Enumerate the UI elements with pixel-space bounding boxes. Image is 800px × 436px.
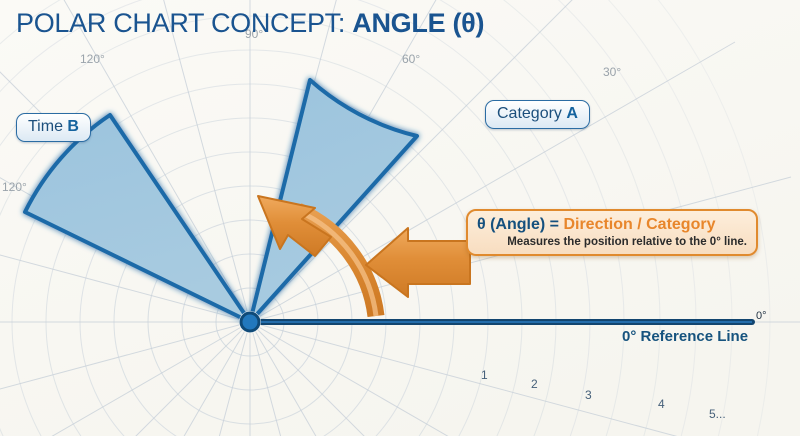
sweep-arrowhead bbox=[257, 195, 332, 257]
zero-reference-caption: 0° Reference Line bbox=[622, 328, 749, 345]
zero-degree-tick: 0° bbox=[756, 310, 767, 322]
angle-tick-120-upper: 120° bbox=[80, 52, 105, 66]
radial-tick-5: 5... bbox=[709, 407, 726, 421]
angle-sweep-arrow bbox=[257, 195, 385, 318]
angle-tick-120-left: 120° bbox=[2, 180, 27, 194]
angle-definition-callout: θ (Angle) = Direction / Category Measure… bbox=[466, 209, 758, 257]
sector-label-category-a-emphasis: A bbox=[566, 105, 578, 122]
radial-tick-3: 3 bbox=[585, 388, 592, 402]
radial-tick-4: 4 bbox=[658, 397, 665, 411]
callout-term: θ (Angle) = bbox=[477, 216, 564, 233]
angle-tick-60: 60° bbox=[402, 52, 421, 66]
sector-label-time-b-emphasis: B bbox=[67, 118, 79, 135]
origin-point bbox=[239, 311, 261, 333]
callout-value: Direction / Category bbox=[563, 216, 716, 233]
sector-label-category-a[interactable]: Category A bbox=[485, 100, 590, 129]
page-title: POLAR CHART CONCEPT: ANGLE (θ) bbox=[16, 8, 484, 39]
radial-tick-2: 2 bbox=[531, 377, 538, 391]
callout-pointer-arrow bbox=[365, 227, 471, 298]
sector-label-time-b[interactable]: Time B bbox=[16, 113, 91, 142]
radial-tick-1: 1 bbox=[481, 368, 488, 382]
callout-headline: θ (Angle) = Direction / Category bbox=[477, 216, 747, 234]
sector-time-b[interactable] bbox=[23, 113, 252, 324]
callout-subtitle: Measures the position relative to the 0°… bbox=[507, 236, 747, 249]
sector-label-category-a-plain: Category bbox=[497, 105, 567, 122]
sector-label-time-b-plain: Time bbox=[28, 118, 68, 135]
title-emphasis: ANGLE (θ) bbox=[352, 8, 485, 38]
sector-category-a[interactable] bbox=[248, 78, 419, 324]
title-plain: POLAR CHART CONCEPT: bbox=[16, 8, 353, 38]
angle-tick-30: 30° bbox=[603, 65, 622, 79]
angle-tick-90: 90° bbox=[245, 27, 264, 41]
